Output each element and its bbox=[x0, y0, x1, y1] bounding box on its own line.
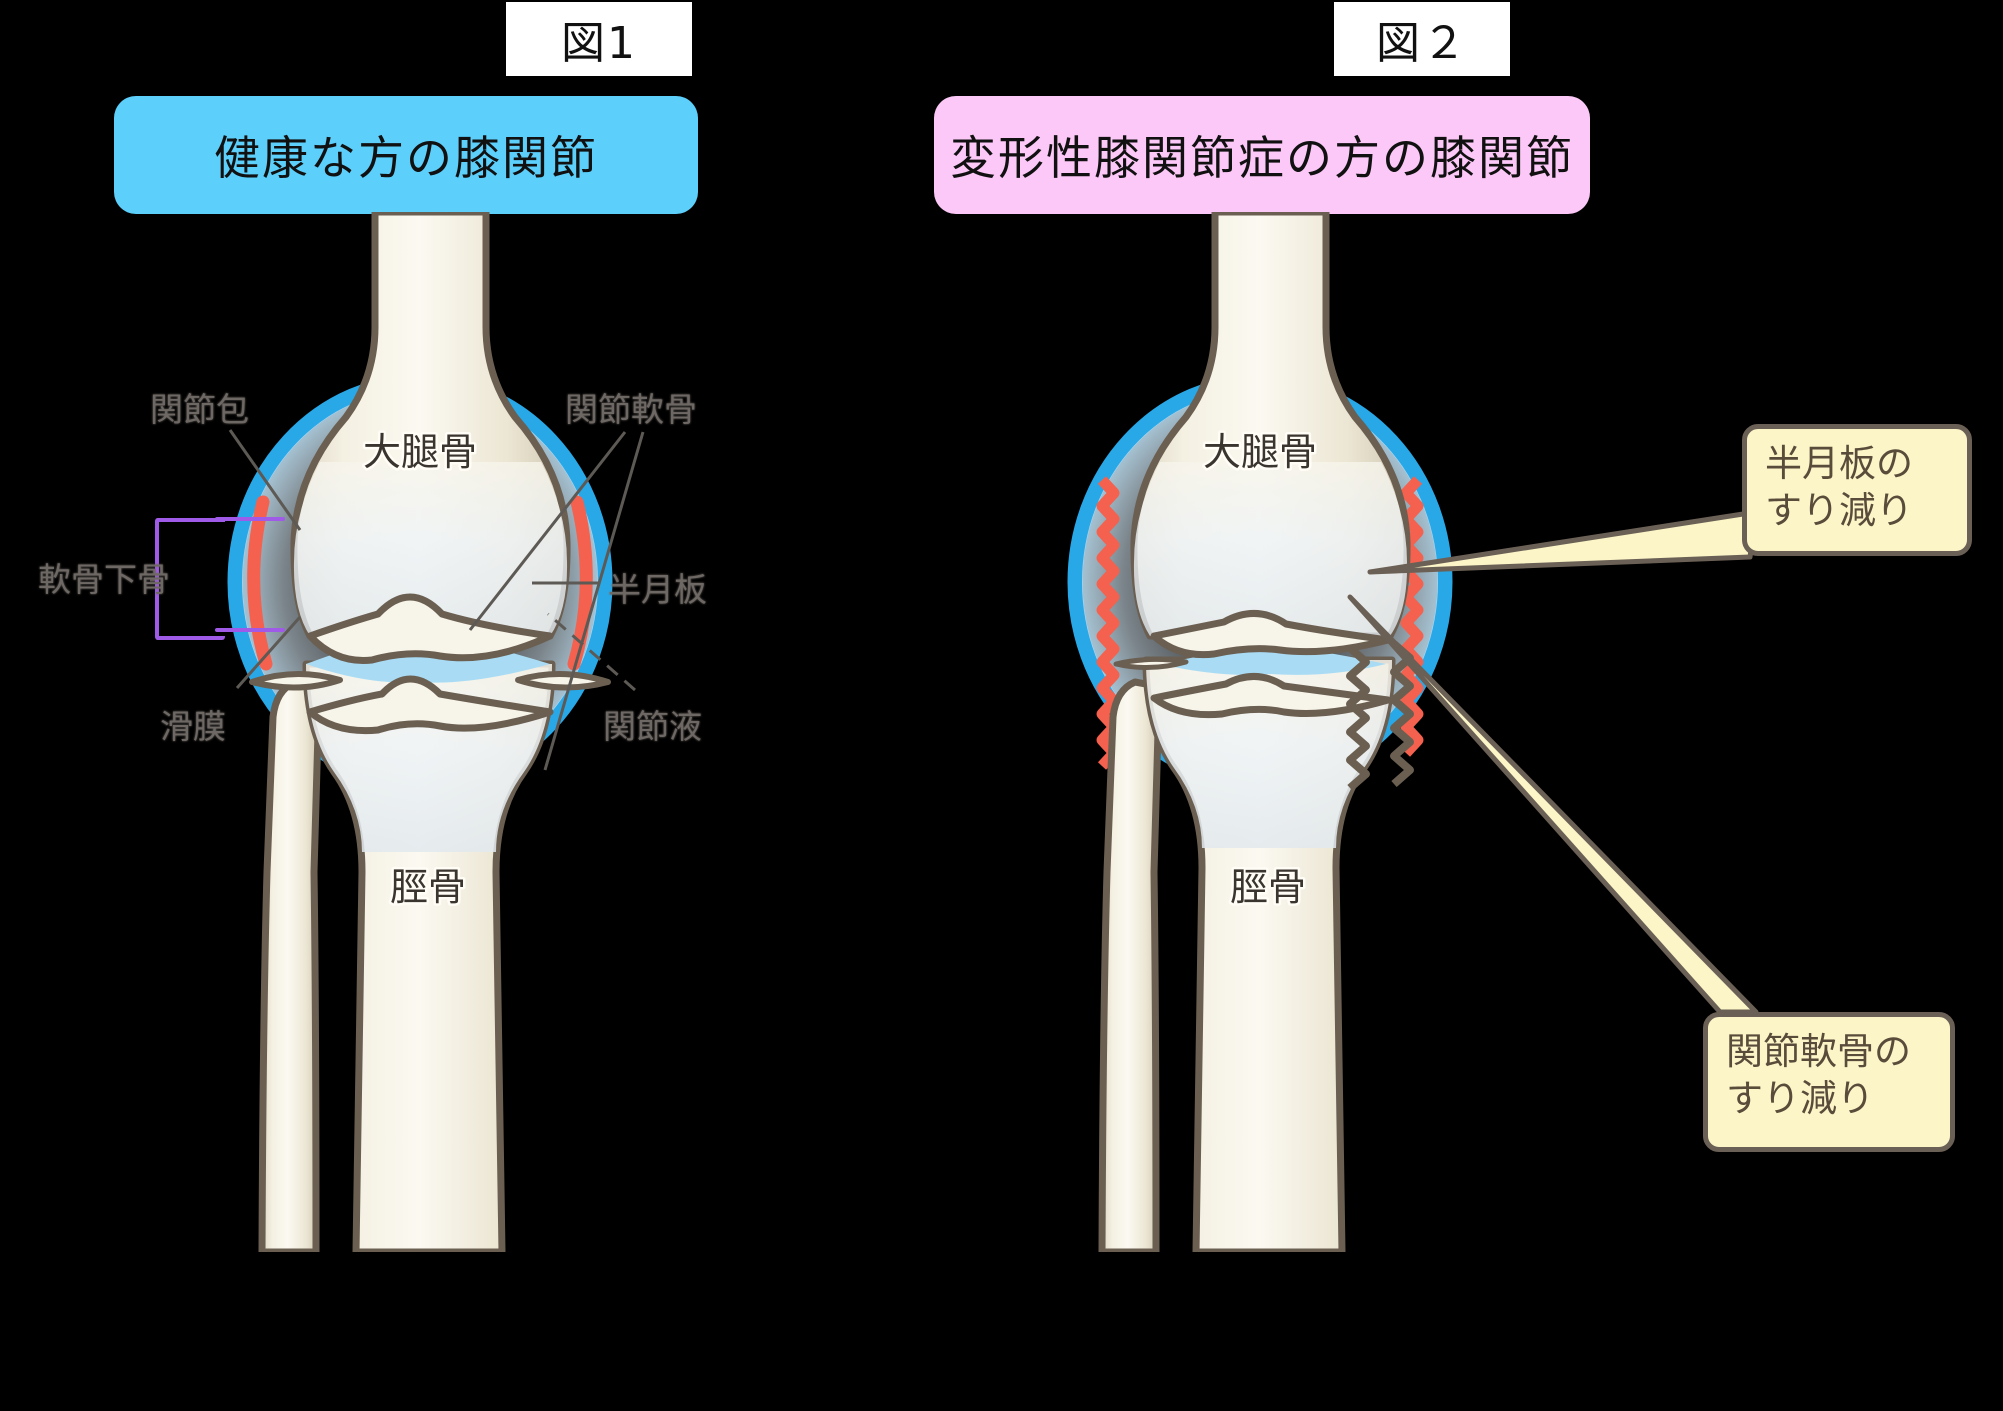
figure-number-chip-1: 図1 bbox=[506, 2, 692, 76]
annotation-synovial-fluid: 関節液 bbox=[603, 707, 702, 746]
annotation-meniscus: 半月板 bbox=[608, 570, 707, 609]
tibia-label-healthy: 脛骨 bbox=[390, 865, 466, 909]
femur-epiphysis-oa bbox=[1133, 462, 1408, 636]
inflamed-synovium-left bbox=[1096, 476, 1120, 770]
callout-cartilage-wear-line2: すり減り bbox=[1726, 1076, 1874, 1120]
figure-number-chip-2: 図２ bbox=[1334, 2, 1510, 76]
worn-meniscus-left bbox=[1113, 656, 1189, 671]
annotation-joint-capsule: 関節包 bbox=[150, 390, 249, 429]
annotation-synovial-membrane: 滑膜 bbox=[160, 707, 226, 746]
meniscus-left bbox=[249, 671, 343, 691]
femur-label-oa: 大腿骨 bbox=[1203, 430, 1317, 474]
callout-meniscus-wear-line1: 半月板の bbox=[1765, 442, 1913, 485]
annotation-subchondral-bone: 軟骨下骨 bbox=[38, 560, 170, 599]
callout-cartilage-wear: 関節軟骨の すり減り bbox=[1703, 1012, 1955, 1152]
fibula-bone-oa bbox=[1098, 678, 1162, 1252]
subchondral-bone-bracket bbox=[155, 518, 225, 640]
narrowed-joint-fluid-space bbox=[1160, 644, 1386, 675]
fibula-bone bbox=[258, 678, 322, 1252]
osteoarthritis-knee-illustration: 大腿骨 脛骨 bbox=[1067, 212, 1453, 1252]
tibia-label-oa: 脛骨 bbox=[1230, 865, 1306, 909]
femur-label-healthy: 大腿骨 bbox=[363, 430, 477, 474]
callout-cartilage-wear-line1: 関節軟骨の bbox=[1726, 1030, 1911, 1073]
callout-meniscus-wear-line2: すり減り bbox=[1765, 488, 1913, 532]
banner-osteoarthritis-knee: 変形性膝関節症の方の膝関節 bbox=[934, 96, 1590, 214]
subchondral-bone-bracket-arm-bottom bbox=[215, 628, 285, 632]
annotation-articular-cartilage: 関節軟骨 bbox=[565, 390, 697, 429]
callout-meniscus-wear: 半月板の すり減り bbox=[1742, 424, 1972, 556]
subchondral-bone-bracket-arm-top bbox=[215, 517, 285, 521]
banner-healthy-knee: 健康な方の膝関節 bbox=[114, 96, 698, 214]
meniscus-right bbox=[515, 671, 611, 691]
